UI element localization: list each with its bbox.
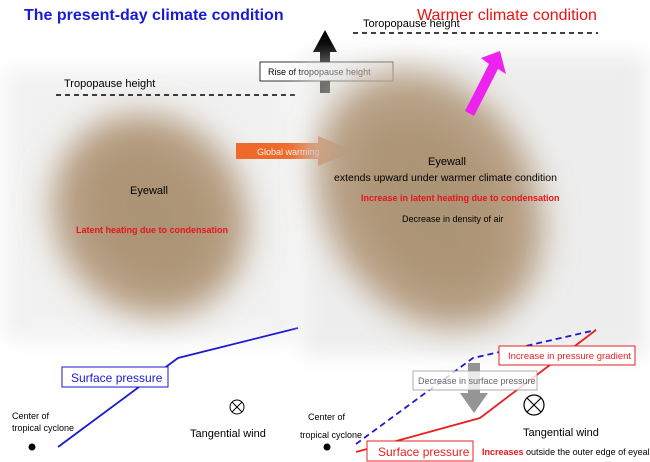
gradient-label-box — [498, 345, 636, 366]
left-eyewall-core — [84, 144, 216, 286]
left-tangential-wind-icon — [229, 399, 245, 415]
left-surface-pressure-box — [61, 366, 169, 388]
right-panel-title: Warmer climate condition — [417, 7, 597, 24]
present-pressure-curve-dashed — [355, 329, 597, 445]
right-eyewall-subtitle: extends upward under warmer climate cond… — [334, 172, 557, 184]
left-surface-pressure-curve — [57, 327, 299, 448]
left-heating-label: Latent heating due to condensation — [76, 225, 228, 235]
left-tropopause-label: Tropopause height — [64, 78, 155, 90]
increases-label: Increases outside the outer edge of eyea… — [482, 447, 650, 457]
left-center-label-1: Center of — [12, 411, 50, 421]
left-tangential-wind-label: Tangential wind — [190, 428, 266, 440]
left-eyewall-label: Eyewall — [130, 185, 168, 197]
right-eyewall-label: Eyewall — [428, 156, 466, 168]
right-center-dot — [323, 443, 331, 451]
pressure-drop-label: Decrease in surface pressure — [418, 376, 536, 386]
global-warming-label: Global warming — [257, 147, 320, 157]
right-tangential-wind-label: Tangential wind — [523, 427, 599, 439]
right-surface-pressure-label: Surface pressure — [378, 445, 470, 459]
right-eyewall-core — [356, 116, 504, 294]
gradient-label: Increase in pressure gradient — [508, 351, 631, 362]
right-tropopause-label: Toropopause height — [363, 18, 460, 30]
left-center-dot — [28, 443, 36, 451]
left-center-label-2: tropical cyclone — [12, 423, 74, 433]
pressure-drop-label-box — [412, 370, 538, 391]
right-center-label-1: Center of — [308, 412, 346, 422]
right-center-label-2: tropical cyclone — [300, 430, 362, 440]
right-heating-label: Increase in latent heating due to conden… — [361, 193, 560, 203]
right-density-label: Decrease in density of air — [402, 214, 504, 224]
right-tangential-wind-icon — [523, 394, 545, 416]
right-surface-pressure-box — [366, 440, 474, 462]
increases-word: Increases — [482, 447, 524, 457]
increases-rest: outside the outer edge of eyeall — [524, 447, 650, 457]
left-panel-title: The present-day climate condition — [24, 7, 284, 24]
uplift-arrow — [465, 51, 506, 116]
left-surface-pressure-label: Surface pressure — [71, 371, 163, 385]
